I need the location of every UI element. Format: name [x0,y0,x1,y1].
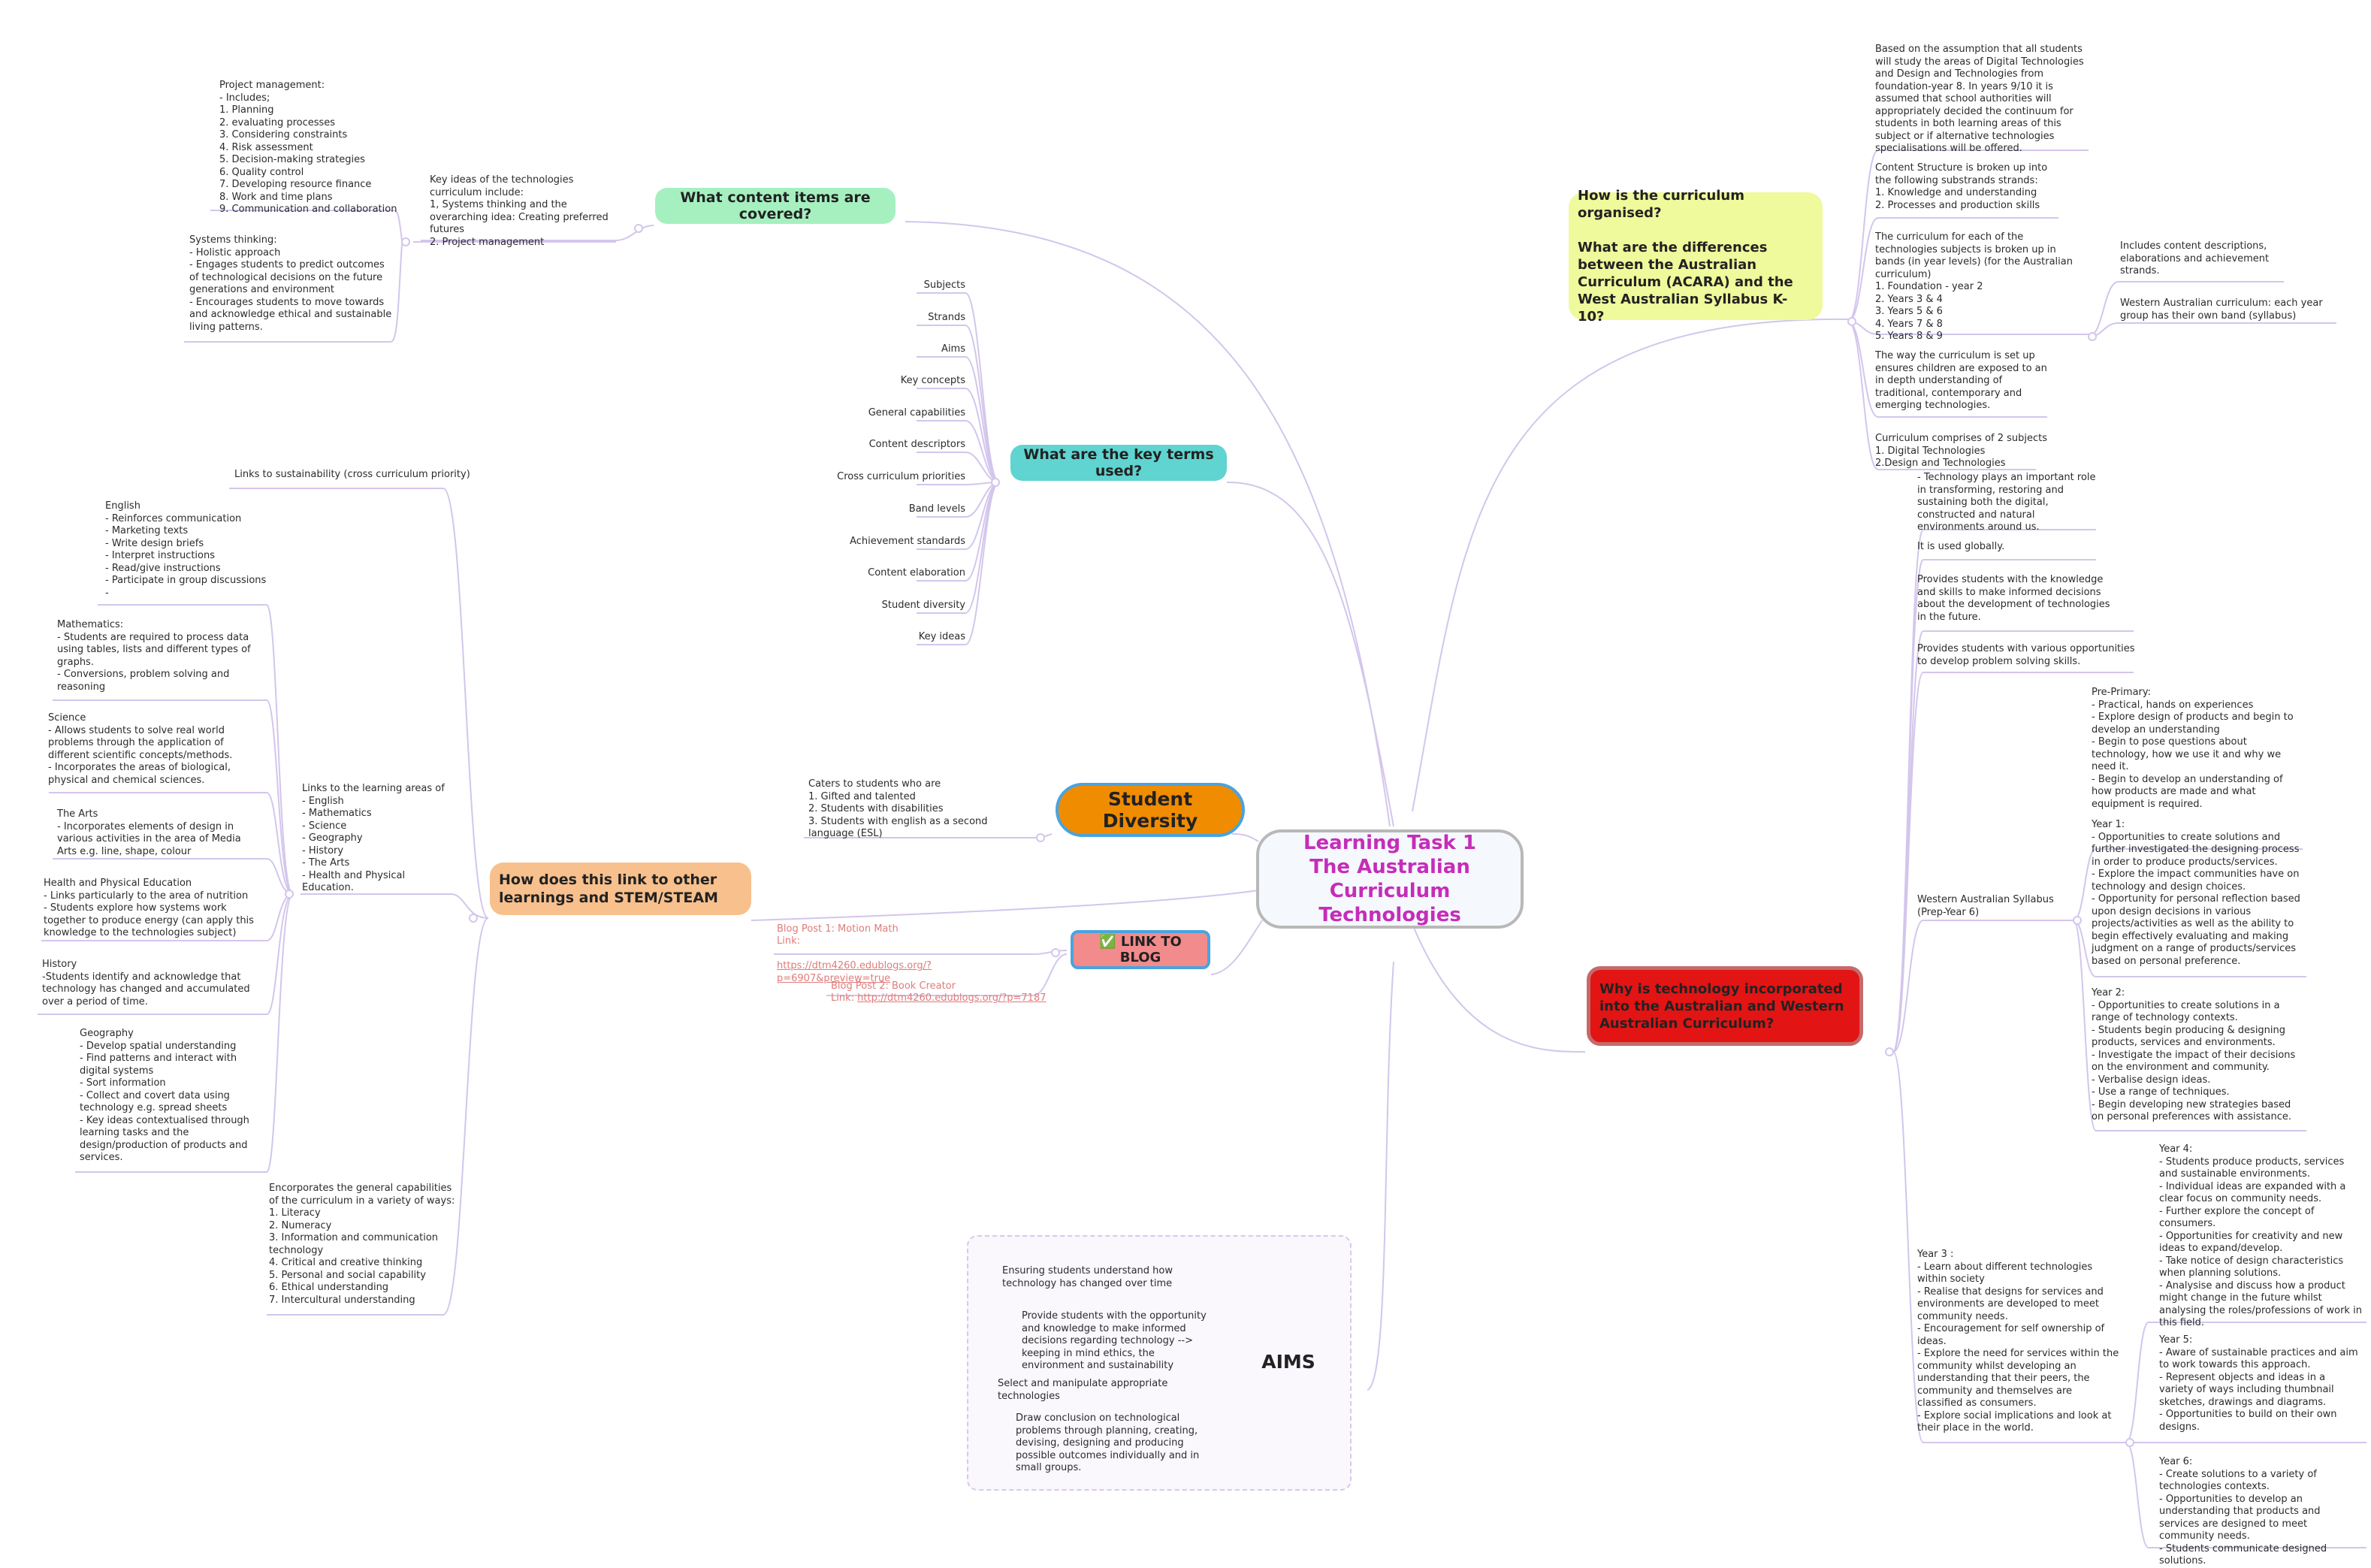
note-history: History -Students identify and acknowled… [42,959,250,1008]
note-learning-areas: Links to the learning areas of - English… [302,783,445,893]
link-student-diversity [1231,833,1259,842]
note-arts: The Arts - Incorporates elements of desi… [57,808,241,857]
central-topic-line1: Learning Task 1 [1303,832,1476,854]
topic-student-diversity-label: Student Diversity [1102,788,1198,832]
note-year-1: Year 1: - Opportunities to create soluti… [2092,819,2300,967]
key-term-item: Key concepts [900,375,965,386]
key-term-item: Strands [928,312,965,323]
note-capabilities: Encorporates the general capabilities of… [269,1183,455,1306]
note-organised-5: Curriculum comprises of 2 subjects 1. Di… [1875,433,2048,469]
aims-item: Provide students with the opportunity an… [1022,1310,1207,1371]
topic-aims-label: AIMS [1261,1350,1315,1373]
blog-post-1-link[interactable]: https://dtm4260.edublogs.org/?p=6907&pre… [777,960,932,984]
topic-link-to-blog[interactable]: ✅ LINK TO BLOG [1071,930,1210,969]
topic-stem[interactable]: How does this link to other learnings an… [490,863,751,915]
link-blog [1210,920,1263,975]
topic-organised-label: How is the curriculum organised? What ar… [1578,188,1793,325]
note-science: Science - Allows students to solve real … [48,712,233,786]
note-year-2: Year 2: - Opportunities to create soluti… [2092,987,2296,1122]
topic-aims[interactable]: AIMS [1240,1346,1337,1376]
link-organised [1412,318,1849,812]
topic-key-terms-label: What are the key terms used? [1023,446,1214,479]
note-pre-primary: Pre-Primary: - Practical, hands on exper… [2092,687,2294,810]
note-why-3: Provides students with the knowledge and… [1917,574,2110,623]
key-term-item: Achievement standards [850,536,965,547]
note-organised-1: Based on the assumption that all student… [1875,44,2084,154]
blog-post-1-label: Blog Post 1: Motion Math Link: [777,923,899,947]
key-term-item: Cross curriculum priorities [837,471,965,482]
note-geography: Geography - Develop spatial understandin… [80,1028,249,1163]
aims-item: Draw conclusion on technological problem… [1016,1412,1200,1473]
topic-student-diversity[interactable]: Student Diversity [1056,783,1245,837]
note-systems-thinking: Systems thinking: - Holistic approach - … [189,234,392,333]
key-term-item: Aims [941,343,965,355]
key-term-item: Student diversity [881,600,965,611]
blog-post-2-link[interactable]: http://dtm4260.edublogs.org/?p=7187 [857,992,1047,1004]
aims-item: Select and manipulate appropriate techno… [998,1378,1168,1402]
blog-post-2[interactable]: Blog Post 2: Book Creator Link: http://d… [831,968,1049,1005]
aims-frame [967,1235,1352,1491]
note-project-management: Project management: - Includes; 1. Plann… [219,80,397,215]
aims-item: Ensuring students understand how technol… [1002,1265,1173,1289]
note-maths: Mathematics: - Students are required to … [57,619,251,693]
note-hpe: Health and Physical Education - Links pa… [44,878,254,938]
note-why-4: Provides students with various opportuni… [1917,643,2135,667]
note-sustainability: Links to sustainability (cross curriculu… [234,469,470,480]
topic-key-terms[interactable]: What are the key terms used? [1010,445,1227,481]
link-stem [751,890,1259,921]
note-key-ideas: Key ideas of the technologies curriculum… [430,174,609,248]
note-why-2: It is used globally. [1917,541,2005,552]
central-topic-line2: The Australian Curriculum Technologies [1309,856,1470,926]
topic-why[interactable]: Why is technology incorporated into the … [1587,966,1863,1046]
note-student-diversity: Caters to students who are 1. Gifted and… [808,778,988,839]
key-term-item: Content descriptors [868,439,965,450]
note-year-3: Year 3 : - Learn about different technol… [1917,1249,2119,1434]
note-wa-syllabus: Western Australian Syllabus (Prep-Year 6… [1917,894,2054,918]
note-organised-4: The way the curriculum is set up ensures… [1875,350,2047,411]
key-term-item: Subjects [923,279,965,291]
link-why [1412,923,1586,1053]
link-aims [1367,961,1394,1391]
key-term-item: General capabilities [868,407,965,418]
note-year-4: Year 4: - Students produce products, ser… [2159,1144,2362,1328]
topic-link-to-blog-label: ✅ LINK TO BLOG [1099,934,1182,965]
note-organised-2: Content Structure is broken up into the … [1875,162,2048,211]
note-why-1: - Technology plays an important role in … [1917,472,2096,533]
blog-post-2-label: Blog Post 2: Book Creator Link: [831,980,956,1005]
link-key-terms [1226,481,1394,827]
note-organised-3b: Western Australian curriculum: each year… [2120,298,2323,322]
topic-stem-label: How does this link to other learnings an… [499,872,718,906]
key-term-item: Content elaboration [868,567,965,579]
topic-content-items[interactable]: What content items are covered? [655,188,896,224]
note-organised-3: The curriculum for each of the technolog… [1875,231,2073,342]
topic-content-items-label: What content items are covered? [680,189,871,222]
link-content-items [905,221,1391,827]
blog-post-1[interactable]: Blog Post 1: Motion Math Link: https://d… [777,911,1032,985]
note-english: English - Reinforces communication - Mar… [105,500,267,599]
key-term-item: Band levels [908,503,965,515]
note-year-6: Year 6: - Create solutions to a variety … [2159,1456,2327,1566]
note-year-5: Year 5: - Aware of sustainable practices… [2159,1334,2358,1433]
central-topic[interactable]: Learning Task 1 The Australian Curriculu… [1256,829,1524,929]
key-term-item: Key ideas [918,631,965,642]
note-organised-3a: Includes content descriptions, elaborati… [2120,240,2270,276]
topic-why-label: Why is technology incorporated into the … [1599,980,1844,1032]
topic-organised[interactable]: How is the curriculum organised? What ar… [1569,188,1823,325]
